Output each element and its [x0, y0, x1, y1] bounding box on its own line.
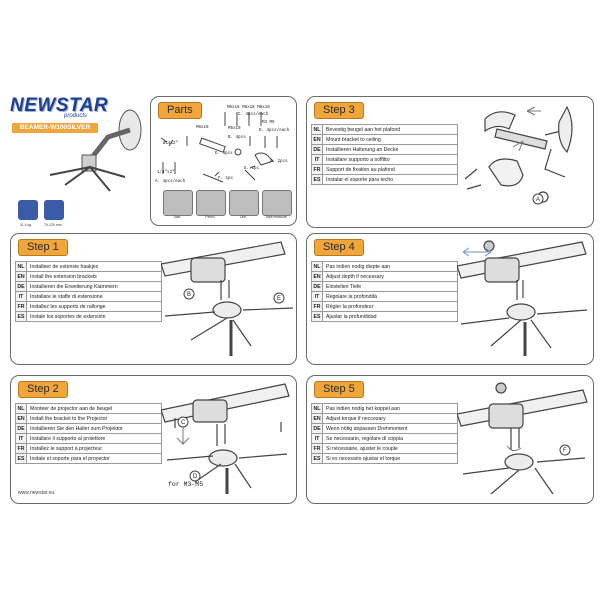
- callout-label: D: [193, 474, 198, 480]
- part-label: H. 2pcs: [270, 160, 288, 164]
- callout-F: [559, 444, 571, 456]
- callout-label: A: [536, 197, 540, 203]
- callout-label: C: [181, 420, 186, 426]
- step-5-illustration: F: [457, 382, 588, 495]
- logo-subtext: products: [64, 113, 88, 119]
- footer-url[interactable]: www.newstar.eu: [18, 490, 55, 496]
- step-title: Step 1: [18, 239, 68, 256]
- saw-icon: [163, 190, 193, 216]
- part-label: F. 1pc: [218, 177, 234, 181]
- tape-measure-icon: [262, 190, 292, 216]
- parts-title: Parts: [158, 102, 202, 119]
- step-4-illustration: [457, 240, 588, 356]
- part-label: M6x18 M8x18 M8x18: [227, 106, 270, 110]
- model-label: BEAMER-W100SILVER: [12, 123, 98, 133]
- part-label: E. 4pcs: [215, 152, 233, 156]
- callout-label: F: [563, 448, 567, 454]
- screw-size-label: for M3-M5: [168, 481, 204, 488]
- distance-label: 79-125 mm: [44, 223, 62, 227]
- part-label: 1/4"x2": [157, 171, 175, 175]
- drill-icon: [229, 190, 259, 216]
- step-title: Step 2: [18, 381, 68, 398]
- part-label: A. 4pcs/each: [155, 180, 186, 184]
- step-title: Step 3: [314, 102, 364, 119]
- tool-label: Saw: [173, 215, 181, 219]
- part-label: G. 1pc: [244, 167, 260, 171]
- brand-logo: NEWSTAR products: [10, 95, 109, 119]
- product-illustration: [49, 109, 142, 192]
- part-label: M3 M5: [262, 121, 275, 125]
- callout-E: [273, 292, 285, 304]
- part-label: M5x10: [228, 127, 241, 131]
- weight-label: 11.4 kg: [20, 223, 32, 227]
- weight-icon: [18, 200, 38, 220]
- distance-icon: [44, 200, 64, 220]
- part-label: C. 4pcs/each: [238, 113, 269, 117]
- part-label: D. 4pcs/each: [259, 129, 290, 133]
- step-1-illustration: B E: [161, 241, 294, 356]
- step-3-illustration: A: [464, 105, 573, 205]
- callout-label: B: [187, 292, 191, 298]
- step-2-illustration: C D: [161, 383, 290, 494]
- parts-illustration: [160, 112, 278, 183]
- pencil-icon: [196, 190, 226, 216]
- step-title: Step 4: [314, 239, 364, 256]
- part-label: M6x10: [196, 126, 209, 130]
- logo-text: NEWSTAR: [10, 95, 109, 116]
- part-label: Ø14x2": [163, 142, 179, 146]
- tool-label: Tape measure: [265, 215, 287, 219]
- callout-A: [532, 193, 544, 205]
- callout-label: E: [277, 296, 281, 302]
- tool-label: Drill: [240, 215, 246, 219]
- callout-D: [189, 470, 201, 482]
- part-label: B. 4pcs: [228, 136, 246, 140]
- callout-C: [177, 416, 189, 428]
- step-title: Step 5: [314, 381, 364, 398]
- tool-label: Pencil: [205, 215, 215, 219]
- callout-B: [183, 288, 195, 300]
